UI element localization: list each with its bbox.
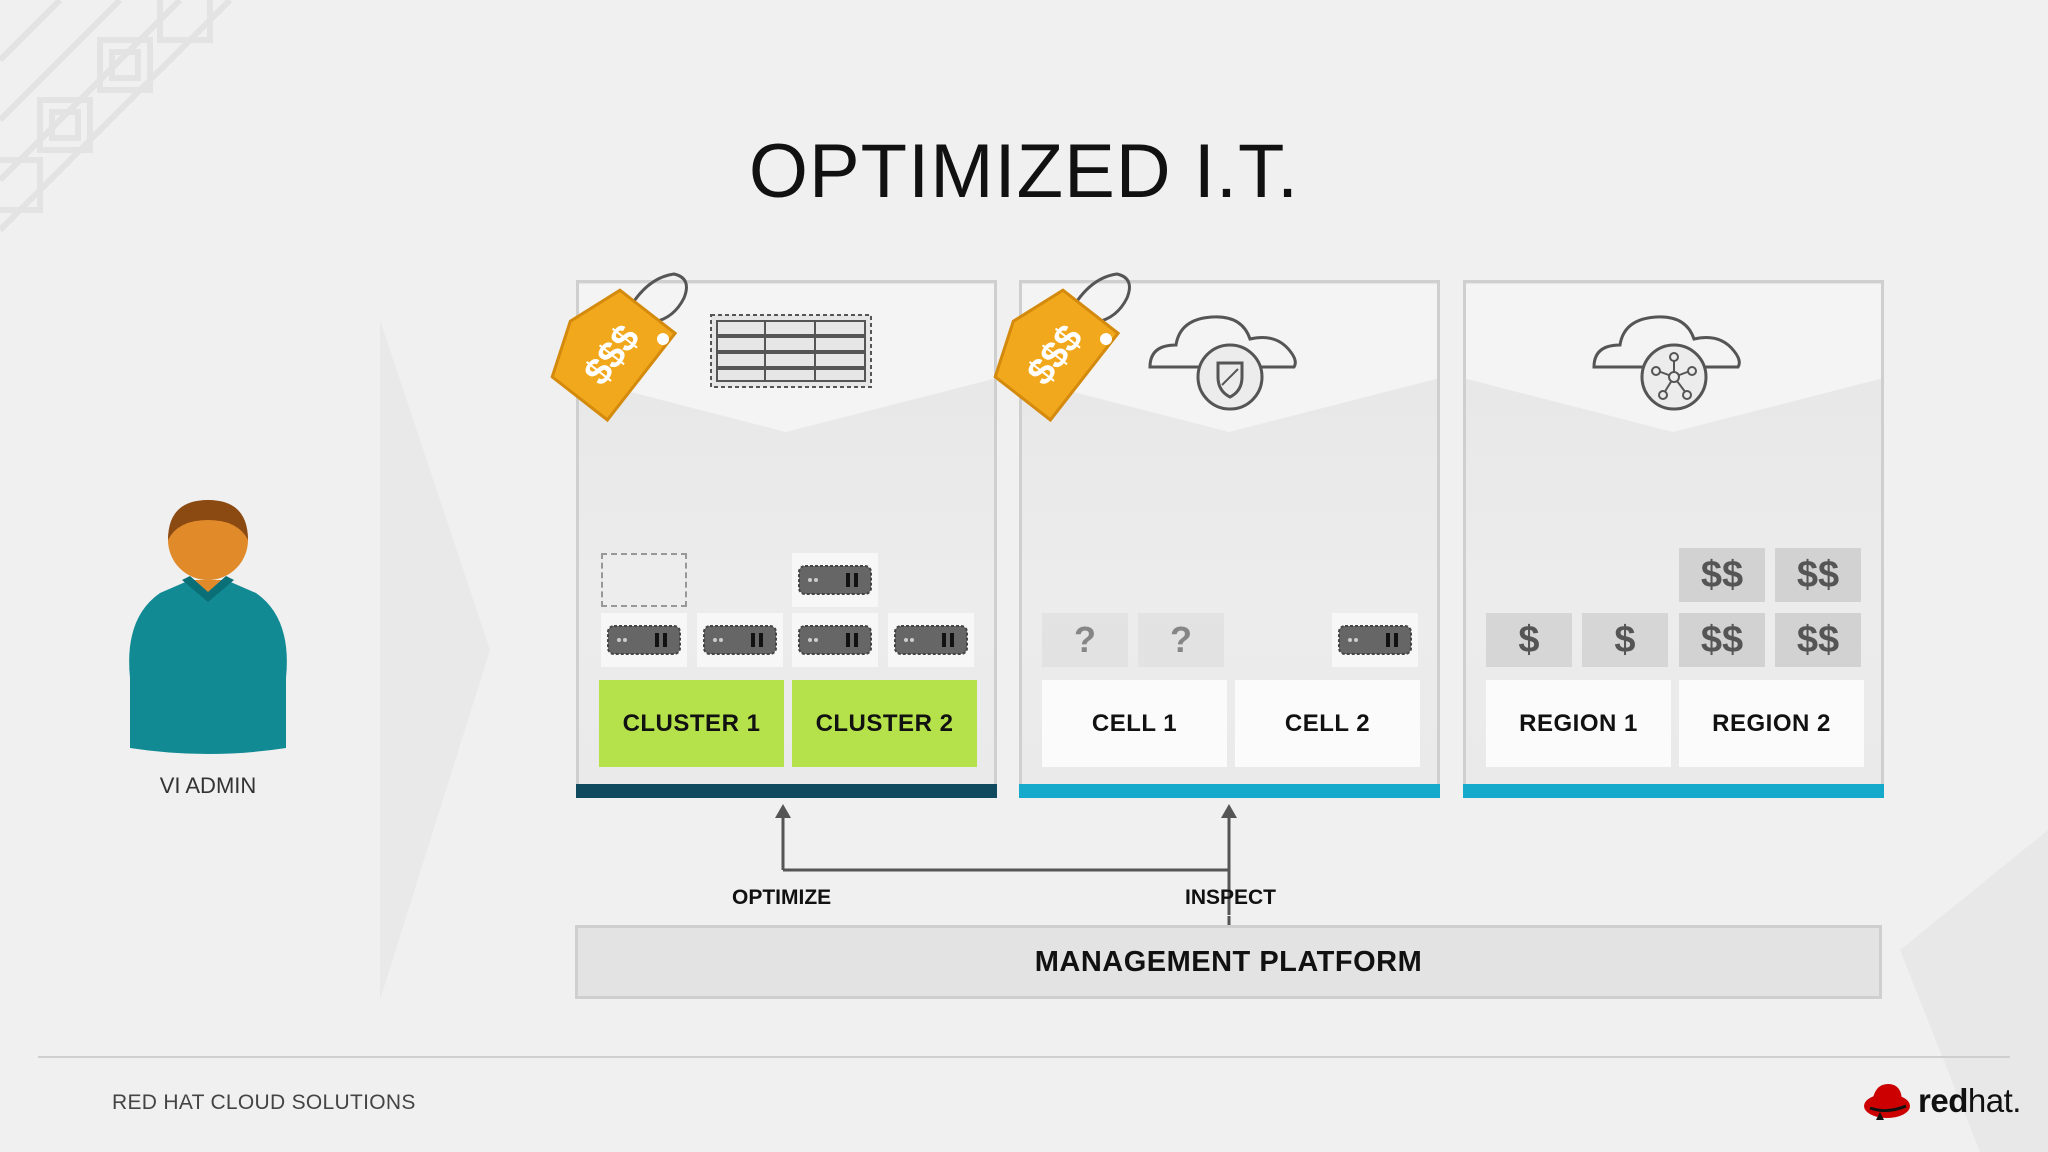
panel-regions: $$ $$ $ $ $$ $$ REGION 1 REGION 2 <box>1463 280 1884 798</box>
cost-server-icon: $$ <box>1679 613 1765 667</box>
cluster-2-label: CLUSTER 2 <box>792 680 977 767</box>
server-icon <box>888 613 974 667</box>
cost-server-icon: $$ <box>1775 613 1861 667</box>
server-icon <box>697 613 783 667</box>
footer-text: RED HAT CLOUD SOLUTIONS <box>112 1091 416 1114</box>
region-1-label: REGION 1 <box>1486 680 1671 767</box>
page-title: OPTIMIZED I.T. <box>748 129 1300 214</box>
shadowman-icon <box>1864 1084 1910 1120</box>
server-rack-icon <box>710 314 872 388</box>
cost-server-icon: $ <box>1582 613 1668 667</box>
server-icon <box>792 553 878 607</box>
admin-person-icon <box>129 500 287 754</box>
optimize-label: OPTIMIZE <box>732 886 832 909</box>
flow-arrows <box>775 804 1237 938</box>
inspect-label: INSPECT <box>1185 886 1277 909</box>
server-placeholder <box>601 553 687 607</box>
server-icon <box>792 613 878 667</box>
cloud-network-icon <box>1592 315 1741 411</box>
management-platform-box: MANAGEMENT PLATFORM <box>575 925 1882 999</box>
cluster-1-label: CLUSTER 1 <box>599 680 784 767</box>
panel-stripe <box>1019 784 1440 798</box>
admin-label: VI ADMIN <box>159 773 257 798</box>
footer-divider <box>38 1056 2010 1058</box>
panel-stripe <box>1463 784 1884 798</box>
unknown-server-icon: ? <box>1042 613 1128 667</box>
price-tag-icon: $$$ <box>550 272 688 423</box>
unknown-server-icon: ? <box>1138 613 1224 667</box>
cell-1-label: CELL 1 <box>1042 680 1227 767</box>
region-2-label: REGION 2 <box>1679 680 1864 767</box>
panel-stripe <box>576 784 997 798</box>
price-tag-icon: $$$ <box>993 272 1131 423</box>
cost-server-icon: $$ <box>1775 548 1861 602</box>
server-icon <box>1332 613 1418 667</box>
server-icon <box>601 613 687 667</box>
cost-server-icon: $$ <box>1679 548 1765 602</box>
cost-server-icon: $ <box>1486 613 1572 667</box>
cell-2-label: CELL 2 <box>1235 680 1420 767</box>
cloud-shield-icon <box>1148 315 1297 411</box>
logo-text: redhat. <box>1918 1082 2021 1119</box>
redhat-logo: redhat. <box>1862 1078 2022 1124</box>
panel-cells: ? ? CELL 1 CELL 2 <box>1019 280 1440 798</box>
